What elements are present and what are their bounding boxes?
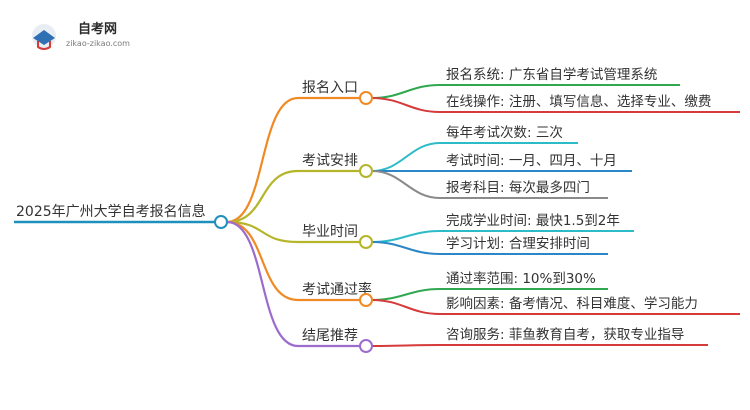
branch-node-dot[interactable] bbox=[359, 235, 373, 249]
mortarboard-base-icon bbox=[37, 41, 51, 50]
child-connector bbox=[371, 241, 441, 255]
branch-connector bbox=[226, 169, 299, 224]
branch-label: 考试通过率 bbox=[302, 281, 372, 298]
branch-node-dot[interactable] bbox=[359, 339, 373, 353]
child-label: 咨询服务: 菲鱼教育自考，获取专业指导 bbox=[446, 326, 684, 343]
logo-name: 自考网 bbox=[78, 21, 117, 37]
branch-connector bbox=[226, 96, 299, 224]
branch-label: 毕业时间 bbox=[302, 224, 358, 240]
child-label: 报考科目: 每次最多四门 bbox=[446, 179, 590, 196]
logo: 自考网 zikao-zikao.com bbox=[32, 21, 130, 50]
child-label: 影响因素: 备考情况、科目难度、学习能力 bbox=[446, 295, 698, 312]
child-connector bbox=[371, 299, 441, 315]
child-connector bbox=[371, 230, 441, 243]
logo-domain: zikao-zikao.com bbox=[66, 39, 130, 48]
child-connector bbox=[371, 344, 441, 347]
branch-label: 考试安排 bbox=[302, 153, 358, 169]
child-connector bbox=[371, 97, 441, 113]
child-label: 在线操作: 注册、填写信息、选择专业、缴费 bbox=[446, 93, 711, 110]
branch-connector bbox=[226, 220, 299, 348]
child-label: 报名系统: 广东省自学考试管理系统 bbox=[446, 67, 657, 83]
branch-label: 报名入口 bbox=[302, 80, 358, 96]
child-label: 考试时间: 一月、四月、十月 bbox=[446, 153, 617, 169]
child-label: 学习计划: 合理安排时间 bbox=[446, 236, 590, 252]
branch-node-dot[interactable] bbox=[359, 164, 373, 178]
root-label: 2025年广州大学自考报名信息 bbox=[16, 203, 206, 220]
branch-node-dot[interactable] bbox=[359, 293, 373, 307]
nodes-layer: 2025年广州大学自考报名信息 报名入口 报名系统: 广东省自学考试管理系统在线操作… bbox=[16, 67, 711, 353]
child-label: 通过率范围: 10%到30% bbox=[446, 270, 596, 287]
child-connector bbox=[371, 288, 441, 301]
child-connector bbox=[371, 142, 441, 172]
root-node-dot[interactable] bbox=[214, 215, 228, 229]
branch-node-dot[interactable] bbox=[359, 91, 373, 105]
branch-connector bbox=[226, 220, 299, 244]
child-label: 每年考试次数: 三次 bbox=[446, 125, 563, 141]
edges-layer bbox=[14, 84, 740, 348]
branch-label: 结尾推荐 bbox=[302, 328, 358, 344]
child-connector bbox=[371, 84, 441, 99]
child-connector bbox=[371, 170, 441, 199]
child-label: 完成学业时间: 最快1.5到2年 bbox=[446, 213, 620, 229]
